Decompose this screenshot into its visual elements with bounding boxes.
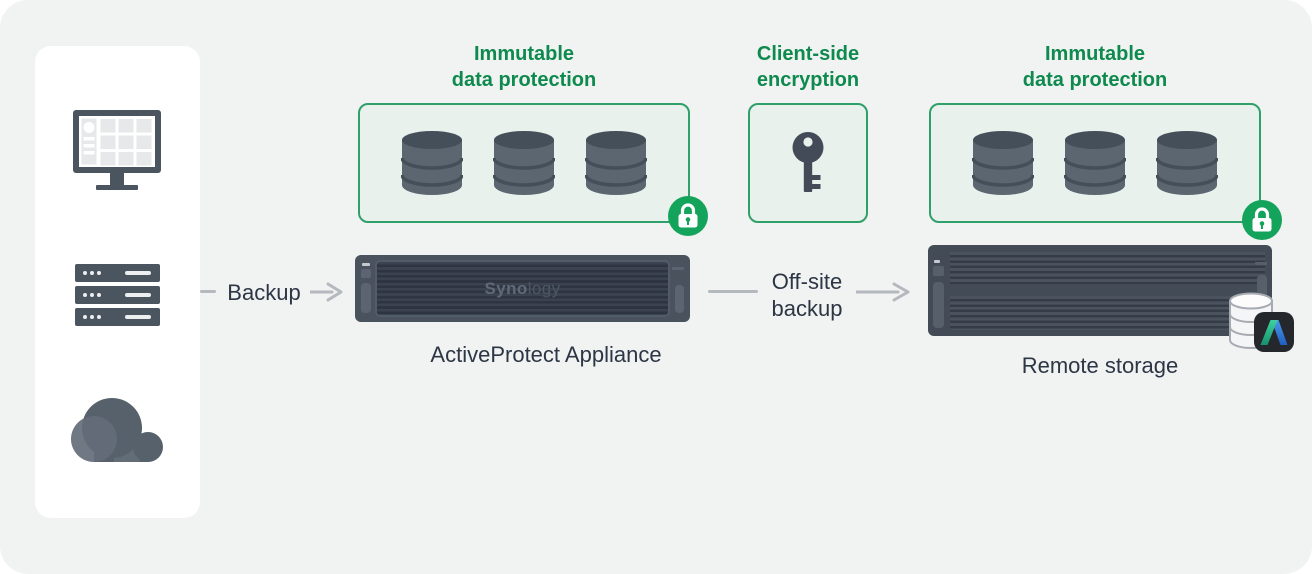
activeprotect-a-logo-icon: [1260, 320, 1288, 345]
appliance-led: [934, 260, 940, 263]
cloud-icon: [70, 396, 165, 468]
appliance-button: [361, 269, 371, 278]
backup-connector-line: [200, 290, 216, 293]
client-side-encryption-title: Client-side encryption: [756, 43, 860, 91]
server-stack-icon: [75, 264, 160, 330]
appliance-vent: [1255, 262, 1267, 265]
server-row: [75, 264, 160, 282]
appliance-button: [933, 266, 944, 276]
immutable-protection-box-right: [929, 103, 1282, 240]
server-row: [75, 286, 160, 304]
appliance-label: ActiveProtect Appliance: [430, 342, 662, 367]
server-row: [75, 308, 160, 326]
appliance-front-panel: Synology: [375, 260, 670, 317]
client-side-encryption-box: [748, 103, 868, 223]
appliance-vent-stripes: [950, 252, 1265, 284]
database-icon: [585, 131, 647, 195]
remote-storage-appliance-image: [928, 245, 1272, 336]
synology-brand: Synology: [484, 278, 561, 298]
lock-badge: [1242, 200, 1282, 240]
padlock-icon: [678, 203, 698, 228]
backup-arrow-icon: [308, 280, 344, 309]
offsite-connector-line: [708, 290, 758, 293]
activeprotect-logo-badge: [1254, 312, 1294, 352]
database-icon: [972, 131, 1034, 195]
appliance-led: [362, 263, 370, 266]
immutable-protection-title-left: Immutable data protection: [451, 43, 597, 91]
desktop-computer-icon: [71, 110, 163, 195]
lock-badge: [668, 196, 708, 236]
padlock-icon: [1252, 207, 1272, 232]
offsite-flow-label: Off-site backup: [771, 269, 843, 321]
database-icon: [401, 131, 463, 195]
appliance-handle: [361, 283, 371, 313]
backup-flow-label: Backup: [227, 280, 301, 305]
appliance-vent-stripes: [950, 296, 1265, 330]
appliance-handle: [933, 282, 944, 328]
key-icon: [792, 132, 824, 192]
database-icon: [1064, 131, 1126, 195]
appliance-handle: [675, 285, 684, 313]
appliance-vent: [672, 267, 684, 270]
immutable-protection-title-right: Immutable data protection: [1022, 43, 1168, 91]
remote-storage-label: Remote storage: [1021, 353, 1179, 378]
backup-sources-panel: [35, 46, 200, 518]
immutable-protection-box-left: [358, 103, 708, 236]
database-icon: [493, 131, 555, 195]
offsite-arrow-icon: [854, 280, 912, 309]
activeprotect-appliance-image: Synology: [355, 255, 690, 322]
database-icon: [1156, 131, 1218, 195]
